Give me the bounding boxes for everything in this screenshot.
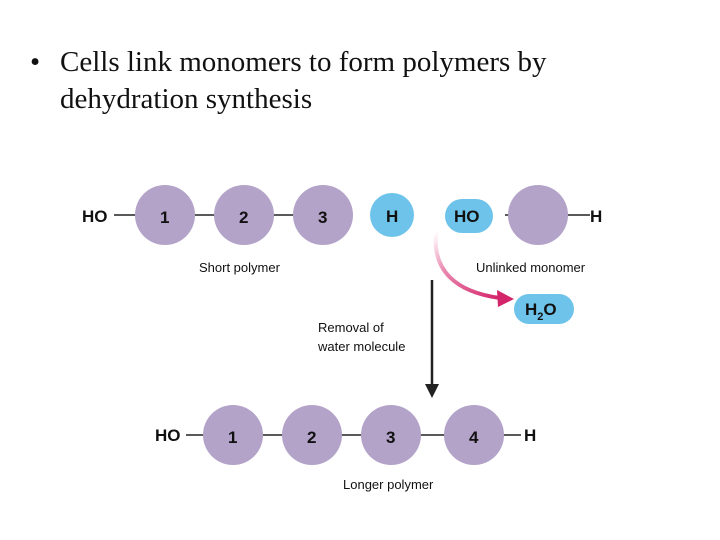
monomer-3	[293, 185, 353, 245]
water-molecule: H2O	[514, 294, 574, 324]
bottom-left-group: HO	[155, 426, 181, 445]
reaction-label-line1: Removal of	[318, 320, 384, 335]
monomer-1-label: 1	[160, 208, 169, 227]
longer-polymer: HO 1 2 3 4 H Longer polymer	[155, 405, 536, 492]
short-polymer: HO 1 2 3 H Short polymer	[82, 185, 414, 275]
monomer-2	[214, 185, 274, 245]
monomer-1	[135, 185, 195, 245]
unlinked-left-group: HO	[454, 207, 480, 226]
unlinked-monomer-label: Unlinked monomer	[476, 260, 586, 275]
bottom-monomer-4	[444, 405, 504, 465]
bottom-monomer-2-label: 2	[307, 428, 316, 447]
reaction-label-line2: water molecule	[317, 339, 405, 354]
water-badge	[514, 294, 574, 324]
reaction-down-arrow	[425, 280, 439, 398]
unlinked-right-group: H	[590, 207, 602, 226]
monomer-2-label: 2	[239, 208, 248, 227]
slide-bullet-text: • Cells link monomers to form polymers b…	[30, 44, 670, 118]
bottom-right-group: H	[524, 426, 536, 445]
bullet-icon: •	[30, 46, 41, 78]
longer-polymer-label: Longer polymer	[343, 477, 434, 492]
bottom-monomer-3	[361, 405, 421, 465]
bottom-monomer-2	[282, 405, 342, 465]
top-right-group: H	[386, 207, 398, 226]
unlinked-monomer-circle	[508, 185, 568, 245]
monomer-3-label: 3	[318, 208, 327, 227]
bullet-body: Cells link monomers to form polymers by …	[60, 46, 547, 115]
hydrogen-end	[370, 193, 414, 237]
down-arrowhead-icon	[425, 384, 439, 398]
bottom-monomer-4-label: 4	[469, 428, 479, 447]
unlinked-monomer: HO H Unlinked monomer	[445, 185, 602, 275]
bottom-monomer-1	[203, 405, 263, 465]
bottom-monomer-3-label: 3	[386, 428, 395, 447]
curved-arrow-path	[433, 230, 502, 300]
bottom-monomer-1-label: 1	[228, 428, 237, 447]
hydroxyl-end	[445, 199, 493, 233]
water-formula: H2O	[525, 300, 557, 323]
curved-arrowhead-icon	[497, 290, 514, 307]
short-polymer-label: Short polymer	[199, 260, 281, 275]
top-left-group: HO	[82, 207, 108, 226]
water-release-arrow	[433, 230, 514, 307]
